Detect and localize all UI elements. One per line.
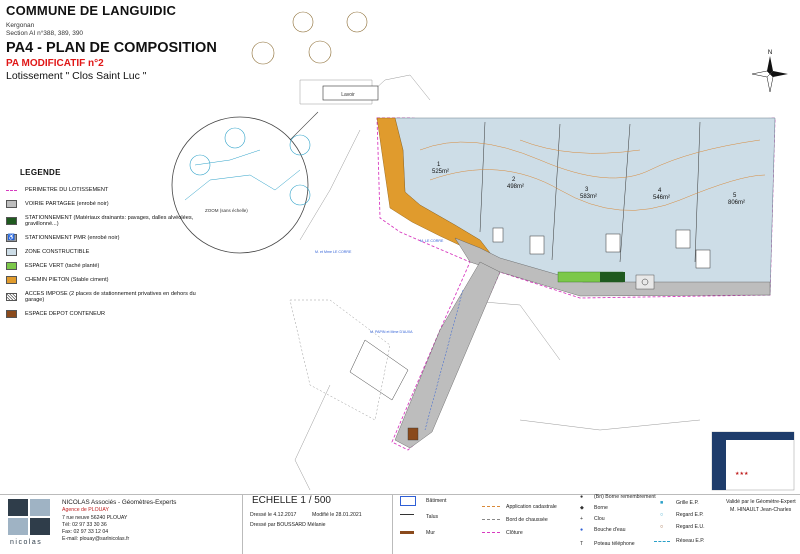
lot-2-area: 498m² <box>507 184 524 190</box>
svg-text:★★★: ★★★ <box>735 471 749 477</box>
lot-lines <box>479 121 701 263</box>
symbol-bouche-eau: Bouche d'eau <box>594 527 626 533</box>
north-label: N <box>768 50 772 56</box>
parcel-label-papin: M. PAPIN et Mme D'AUXA <box>370 330 413 334</box>
legend-swatch-path <box>6 276 17 284</box>
lot-4-number: 4 <box>658 188 662 194</box>
legend-label: CHEMIN PIETON (Stable ciment) <box>25 276 109 283</box>
company-logo <box>8 499 52 535</box>
validator-name: M. HINAULT Jean-Charles <box>730 507 792 513</box>
symbol-fence: Clôture <box>506 530 523 536</box>
legend-item: ZONE CONSTRUCTIBLE <box>6 245 196 259</box>
legend-label: ACCES IMPOSE (2 places de stationnement … <box>25 290 196 304</box>
office-address: 7 rue neuve 56240 PLOUAY <box>62 515 128 521</box>
scale: ECHELLE 1 / 500 <box>252 495 331 506</box>
legend-label: ESPACE DEPOT CONTENEUR <box>25 310 105 317</box>
pmr-parking <box>635 274 655 290</box>
symbol-clou: Clou <box>594 516 605 522</box>
legend-item: ACCES IMPOSE (2 places de stationnement … <box>6 287 196 307</box>
surveyor-stamp: ★★★ <box>711 431 795 491</box>
legend-item: ESPACE DEPOT CONTENEUR <box>6 307 196 321</box>
legend-title: LEGENDE <box>20 168 61 177</box>
legend-label: VOIRIE PARTAGEE (enrobé noir) <box>25 200 109 207</box>
agency-name: Agence de PLOUAY <box>62 507 109 513</box>
title-block: nicolas NICOLAS Associés - Géomètres-Exp… <box>0 494 800 554</box>
parcel-label-le-corre: M. et Mme LE CORRE <box>315 250 352 254</box>
lavoir-building <box>322 85 379 101</box>
lot-5-area: 806m² <box>728 200 745 206</box>
legend-item: ♿ STATIONNEMENT PMR (enrobé noir) <box>6 231 196 245</box>
lot-2-number: 2 <box>512 177 516 183</box>
lotissement-name: Lotissement " Clos Saint Luc " <box>6 70 147 82</box>
validated-by: Validé par le Géomètre-Expert <box>726 499 796 505</box>
symbol-reseau-ep: Réseau E.P. <box>676 538 705 544</box>
lot-3-area: 583m² <box>580 194 597 200</box>
drawn-date: Dressé le 4.12.2017 <box>250 512 297 518</box>
zoom-circle: ZOOM (sans échelle) <box>171 111 319 254</box>
office-name: NICOLAS Associés - Géomètres-Experts <box>62 499 177 506</box>
lot-5-number: 5 <box>733 193 737 199</box>
symbol-roadside: Bord de chaussée <box>506 517 548 523</box>
legend-label: ZONE CONSTRUCTIBLE <box>25 248 90 255</box>
commune-title: COMMUNE DE LANGUIDIC <box>6 3 177 18</box>
shared-road <box>454 237 771 297</box>
symbol-talus: Talus <box>426 514 439 520</box>
lavoir-label: Lavoir <box>341 92 355 98</box>
drawn-by: Dressé par BOUSSARD Mélanie <box>250 522 326 528</box>
symbol-regard-ep: Regard E.P. <box>676 512 704 518</box>
plan-title: PA4 - PLAN DE COMPOSITION <box>6 40 217 56</box>
legend-swatch-constructible <box>6 248 17 256</box>
section-ref: Section AI n°388, 389, 390 <box>6 30 84 37</box>
legend-swatch-access <box>6 293 17 301</box>
cadastral-lines <box>289 74 701 491</box>
legend-swatch-perimeter <box>6 189 17 191</box>
parking-area <box>600 272 625 282</box>
legend-swatch-container <box>6 310 17 318</box>
lot-1-area: 525m² <box>432 169 449 175</box>
legend-label: ESPACE VERT (taché planté) <box>25 262 100 269</box>
legend-item: PERIMETRE DU LOTISSEMENT <box>6 183 196 197</box>
symbol-regard-eu: Regard E.U. <box>676 524 705 530</box>
legend-swatch-road <box>6 200 17 208</box>
legend-item: CHEMIN PIETON (Stable ciment) <box>6 273 196 287</box>
logo-text: nicolas <box>10 539 43 546</box>
legend-item: VOIRIE PARTAGEE (enrobé noir) <box>6 197 196 211</box>
office-fax: Fax: 02 97 33 12 04 <box>62 529 109 535</box>
symbol-wall: Mur <box>426 530 435 536</box>
modification-label: PA MODIFICATIF n°2 <box>6 58 104 69</box>
lot-4-area: 546m² <box>653 195 670 201</box>
constructible-zone <box>394 117 776 296</box>
legend-swatch-parking <box>6 217 17 225</box>
legend-item: STATIONNEMENT (Matériaux drainants: pava… <box>6 211 196 231</box>
legend: LEGENDE PERIMETRE DU LOTISSEMENT VOIRIE … <box>6 168 196 321</box>
legend-swatch-pmr: ♿ <box>6 234 17 242</box>
office-email: E-mail: plouay@sarlnicolas.fr <box>62 536 130 542</box>
lot-labels: 1 525m² 2 498m² 3 583m² 4 546m² 5 806m² <box>432 162 745 206</box>
legend-item: ESPACE VERT (taché planté) <box>6 259 196 273</box>
symbol-remembrement: (Bri) Borne remembrement <box>594 494 656 500</box>
zoom-label: ZOOM (sans échelle) <box>205 208 248 213</box>
symbol-poteau: Poteau téléphone <box>594 541 635 547</box>
symbol-cadastral: Application cadastrale <box>506 504 557 510</box>
contour-lines <box>419 139 766 211</box>
symbol-borne: Borne <box>594 505 608 511</box>
lot-1-number: 1 <box>437 162 441 168</box>
parcel-label-m-le-corre: M. LE CORRE <box>420 239 444 243</box>
legend-swatch-green <box>6 262 17 270</box>
north-arrow-icon: N <box>751 50 788 93</box>
place-name: Kergonan <box>6 22 35 29</box>
legend-label: STATIONNEMENT PMR (enrobé noir) <box>25 234 120 241</box>
office-tel: Tél: 02 97 33 30 36 <box>62 522 107 528</box>
survey-circles <box>251 11 368 65</box>
symbol-building: Bâtiment <box>426 498 447 504</box>
symbol-grille-ep: Grille E.P. <box>676 500 699 506</box>
modified-date: Modifié le 28.01.2021 <box>312 512 362 518</box>
access-boxes <box>492 227 711 269</box>
lot-3-number: 3 <box>585 187 589 193</box>
container-deposit <box>407 427 419 441</box>
legend-label: STATIONNEMENT (Matériaux drainants: pava… <box>25 214 194 228</box>
legend-label: PERIMETRE DU LOTISSEMENT <box>25 186 109 193</box>
